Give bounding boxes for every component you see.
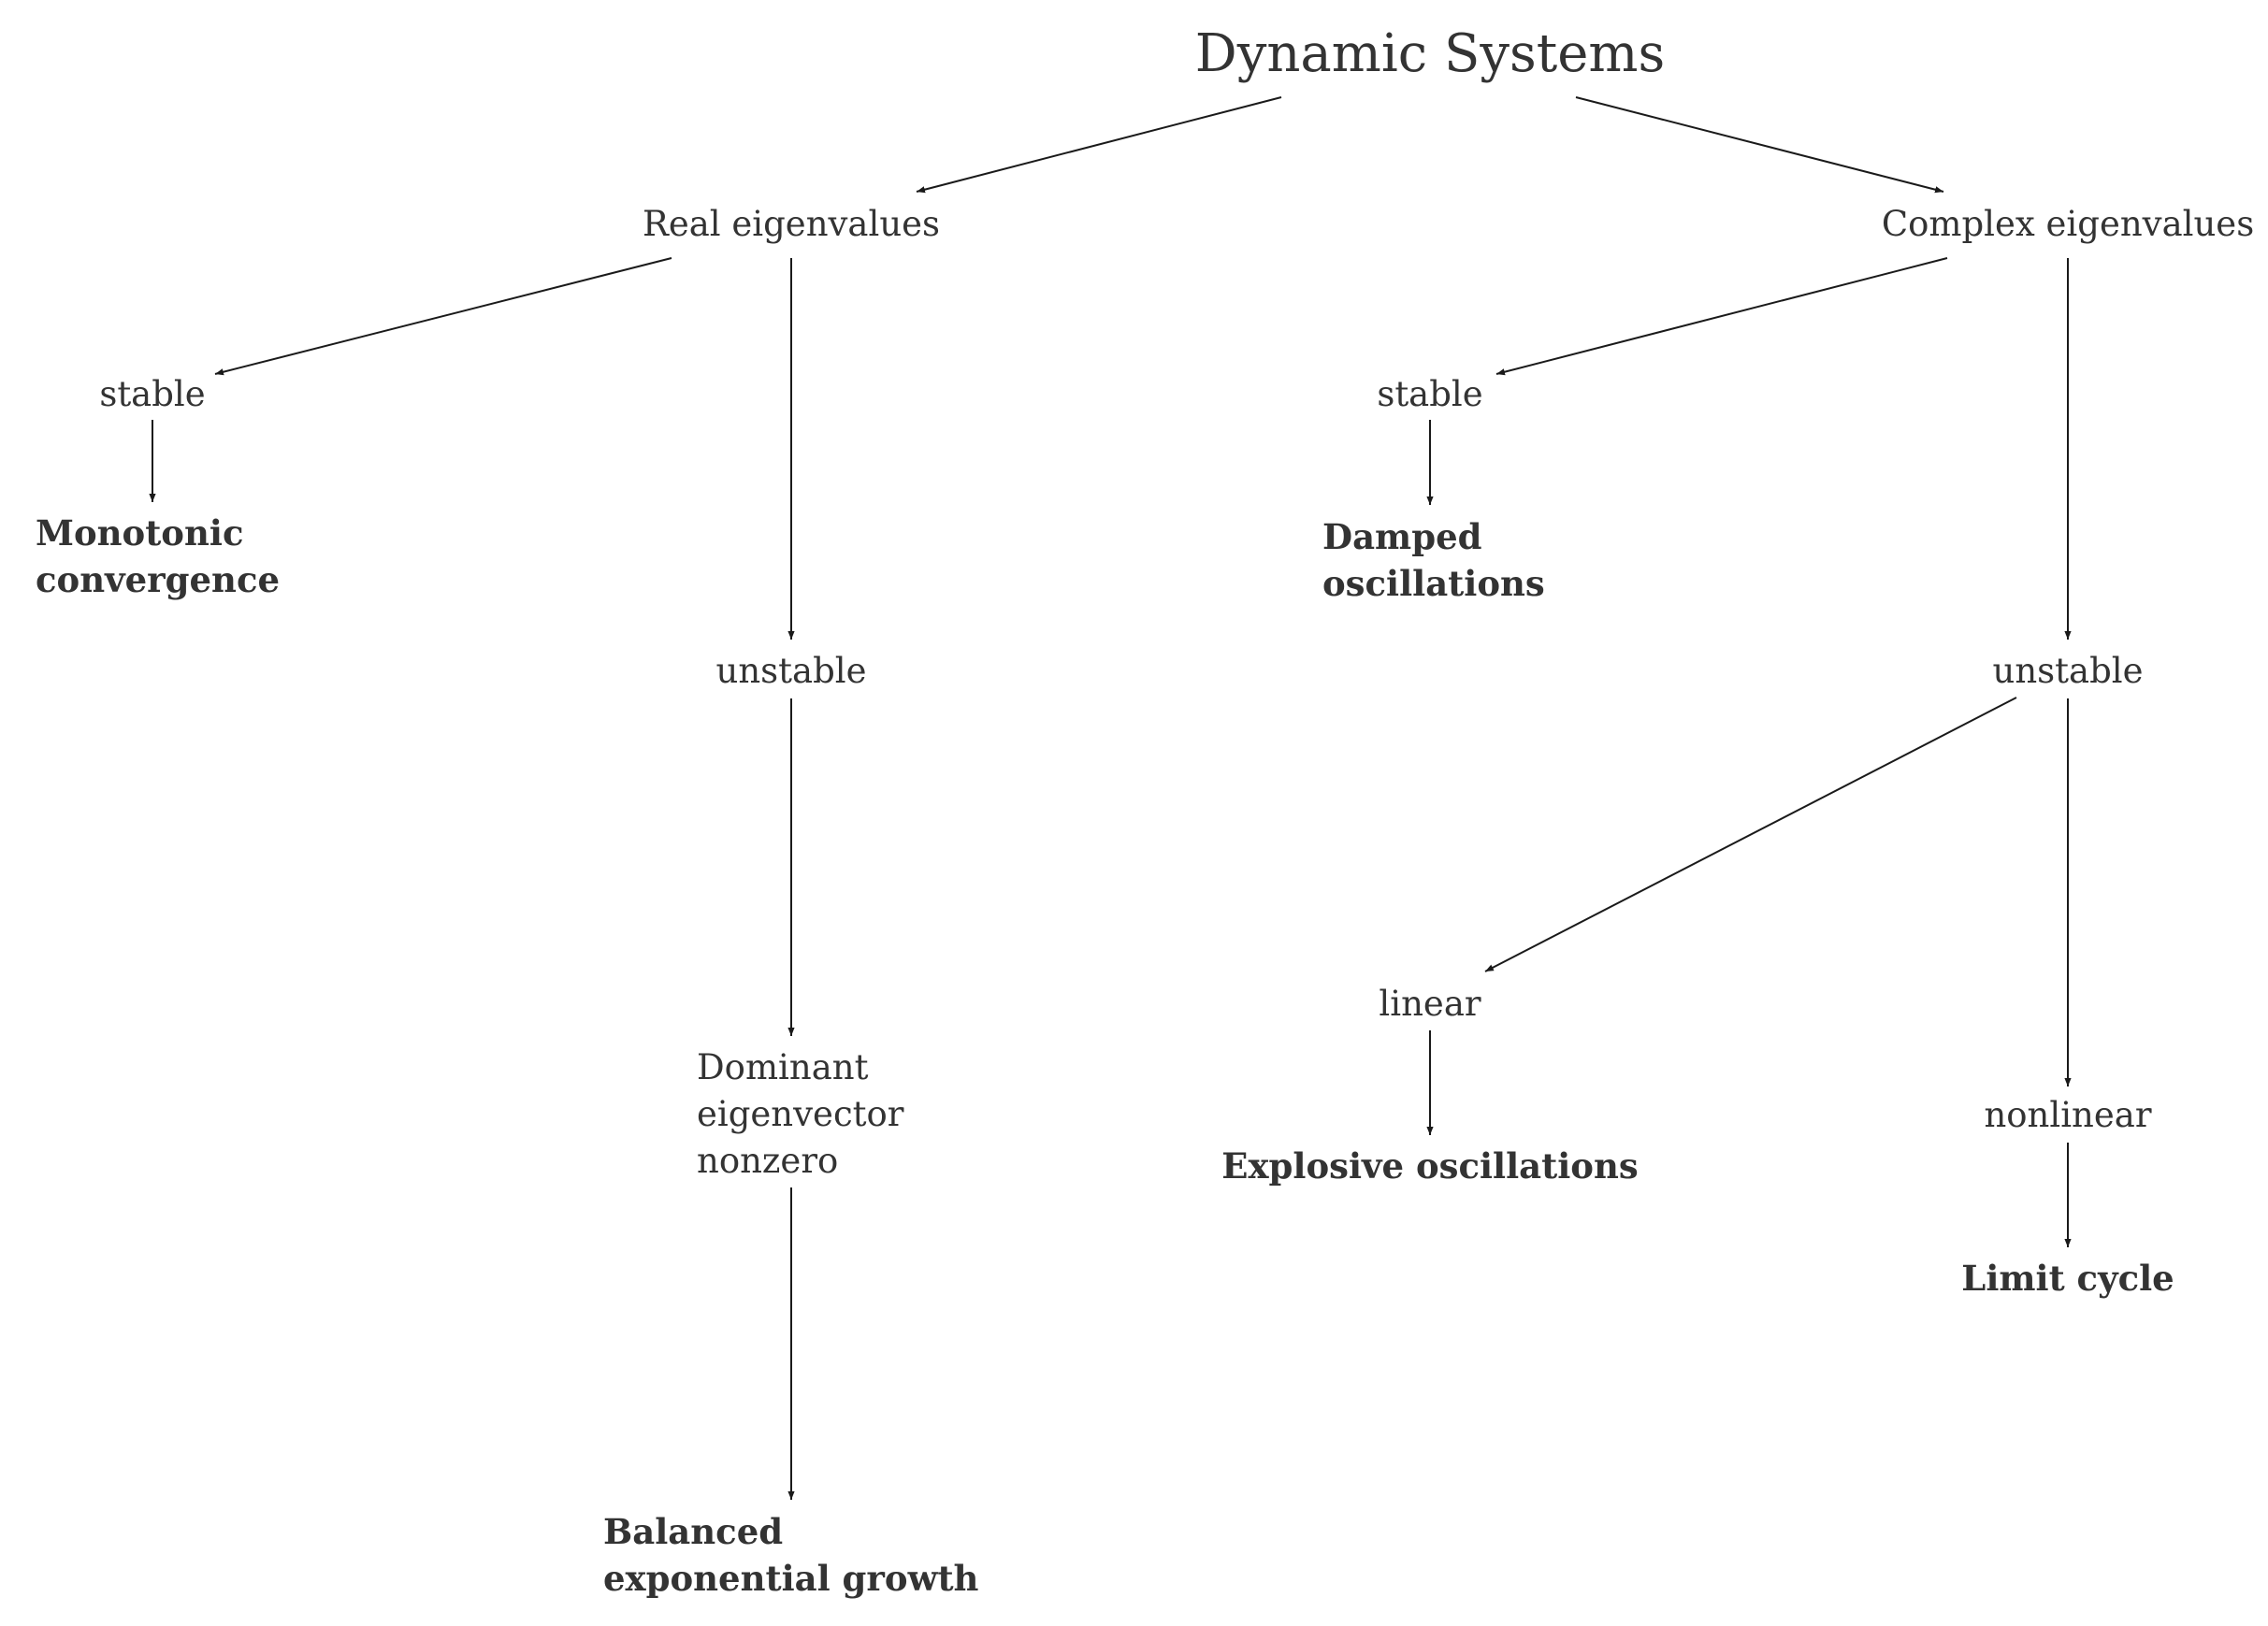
- edge-real-stable: [214, 257, 672, 376]
- node-nonlinear: nonlinear: [1984, 1095, 2152, 1135]
- node-real-eigenvalues: Real eigenvalues: [642, 204, 941, 244]
- node-complex-unstable: unstable: [1992, 651, 2144, 691]
- edge-root-complex: [1575, 96, 1944, 194]
- node-complex-eigenvalues: Complex eigenvalues: [1881, 204, 2255, 244]
- node-real-stable: stable: [99, 374, 206, 414]
- node-dominant-eigenvector: Dominant eigenvector nonzero: [697, 1047, 904, 1181]
- edge-root-real: [916, 96, 1282, 194]
- edge-complex-unstable-linear: [1484, 697, 2017, 972]
- node-linear: linear: [1379, 984, 1481, 1024]
- leaf-balanced-exponential-growth: Balanced exponential growth: [603, 1511, 979, 1599]
- node-complex-stable: stable: [1377, 374, 1483, 414]
- leaf-damped-oscillations: Damped oscillations: [1322, 516, 1545, 604]
- leaf-limit-cycle: Limit cycle: [1961, 1258, 2174, 1299]
- leaf-explosive-oscillations: Explosive oscillations: [1221, 1145, 1639, 1187]
- root-title: Dynamic Systems: [1194, 23, 1666, 84]
- leaf-monotonic-convergence: Monotonic convergence: [36, 512, 281, 600]
- node-real-unstable: unstable: [715, 651, 867, 691]
- edge-complex-stable: [1495, 257, 1948, 376]
